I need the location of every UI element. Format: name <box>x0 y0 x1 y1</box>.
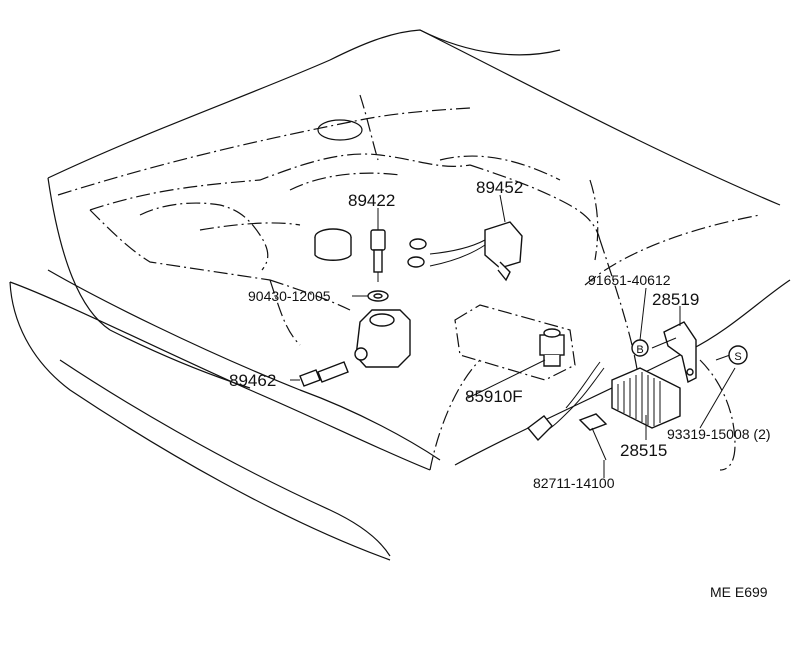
label-89422: 89422 <box>348 191 395 210</box>
reference-code: ME E699 <box>710 584 768 600</box>
bracket-28519-part <box>663 321 697 384</box>
label-93319-15008: 93319-15008 (2) <box>667 426 771 442</box>
label-82711-14100: 82711-14100 <box>533 475 615 491</box>
label-28515: 28515 <box>620 441 667 460</box>
marker-s-label: S <box>734 351 741 363</box>
label-85910f: 85910F <box>465 387 523 406</box>
leader-lines <box>290 194 736 478</box>
bracket-box-part <box>454 304 576 381</box>
engine-cap-part <box>314 228 352 261</box>
washer-part <box>367 290 389 302</box>
switch-85910f-part <box>539 328 565 367</box>
marker-b-callout: B <box>631 339 649 357</box>
label-28519: 28519 <box>652 290 699 309</box>
clip-82711-part <box>578 413 608 461</box>
igniter-28515-part <box>526 361 681 442</box>
marker-s-callout: S <box>728 345 748 365</box>
thermostat-housing-part <box>354 309 411 368</box>
connector-89452-part <box>407 221 523 282</box>
sensor-89462-part <box>299 361 349 387</box>
label-90430-12005: 90430-12005 <box>248 288 331 304</box>
label-89452: 89452 <box>476 178 523 197</box>
label-91651-40612: 91651-40612 <box>588 272 671 288</box>
sensor-89422-part <box>370 229 386 282</box>
marker-b-label: B <box>636 344 643 356</box>
car-body-outline <box>9 29 791 561</box>
label-89462: 89462 <box>229 371 276 390</box>
